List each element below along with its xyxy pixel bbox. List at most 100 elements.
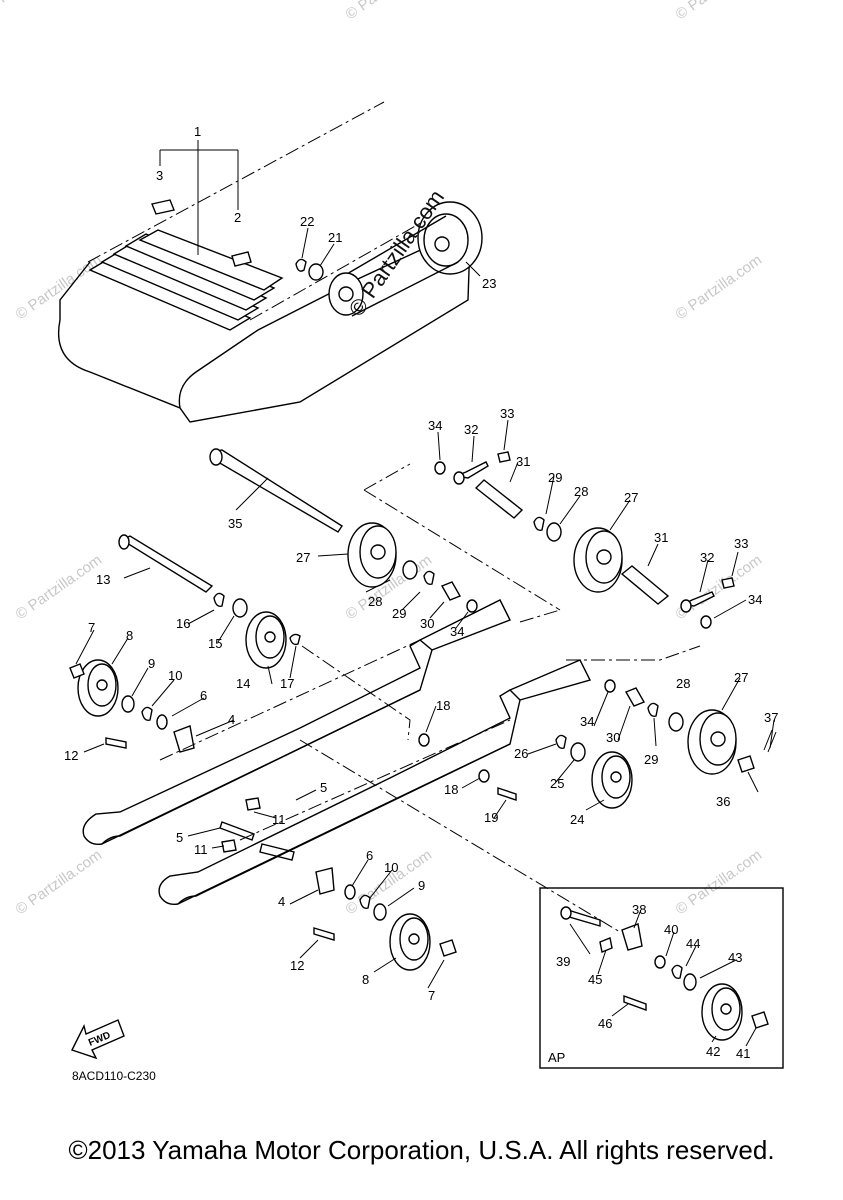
callout-number: 11: [194, 842, 208, 857]
callout-number: 15: [208, 636, 222, 651]
watermark-layer: © Partzilla.com © Partzilla.com © Partzi…: [0, 0, 765, 918]
callout-number: 4: [228, 712, 235, 727]
assembly-lines: [299, 463, 701, 933]
callout-number: 27: [296, 550, 310, 565]
shaft-35: [209, 448, 343, 533]
callout-number: 29: [548, 470, 562, 485]
callout-number: 39: [556, 954, 570, 969]
callout-number: 5: [320, 780, 327, 795]
callout-number: 1: [194, 124, 201, 139]
callout-number: 28: [574, 484, 588, 499]
callout-numbers: 1 2 3 4 4 5 5 6 6 7 7 8 8 9 9 10 10 11 1…: [64, 124, 778, 1061]
callout-number: 34: [580, 714, 594, 729]
callout-number: 9: [148, 656, 155, 671]
watermark: © Partzilla.com: [673, 251, 766, 323]
wheel-27-upper: [347, 522, 397, 588]
callout-number: 31: [654, 530, 668, 545]
callout-number: 8: [126, 628, 133, 643]
callout-number: 32: [700, 550, 714, 565]
wheel-24: [591, 751, 633, 809]
ap-label: AP: [548, 1050, 565, 1065]
callout-number: 27: [734, 670, 748, 685]
callout-number: 24: [570, 812, 584, 827]
callout-number: 18: [444, 782, 458, 797]
wheel-27-right: [573, 527, 623, 593]
callout-number: 6: [200, 688, 207, 703]
callout-number: 2: [234, 210, 241, 225]
wheel-14: [245, 611, 287, 669]
callout-number: 33: [734, 536, 748, 551]
callout-number: 16: [176, 616, 190, 631]
idler-wheel-23: [295, 201, 483, 317]
callout-number: 30: [420, 616, 434, 631]
callout-number: 12: [64, 748, 78, 763]
fwd-arrow-icon: FWD: [71, 1019, 125, 1060]
callout-number: 17: [280, 676, 294, 691]
callout-number: 28: [676, 676, 690, 691]
callout-number: 34: [450, 624, 464, 639]
callout-number: 25: [550, 776, 564, 791]
callout-number: 7: [428, 988, 435, 1003]
callout-number: 22: [300, 214, 314, 229]
callout-number: 18: [436, 698, 450, 713]
watermark: © Partzilla.com: [0, 0, 75, 15]
callout-number: 33: [500, 406, 514, 421]
callout-number: 14: [236, 676, 250, 691]
shaft-13: [118, 534, 214, 593]
callout-number: 23: [482, 276, 496, 291]
watermark: © Partzilla.com: [13, 251, 106, 323]
callout-number: 5: [176, 830, 183, 845]
callout-number: 12: [290, 958, 304, 973]
callout-number: 38: [632, 902, 646, 917]
slide-rail-frame: [82, 599, 592, 906]
callout-number: 40: [664, 922, 678, 937]
ap-variant-box: AP: [539, 887, 784, 1069]
callout-number: 42: [706, 1044, 720, 1059]
callout-number: 10: [384, 860, 398, 875]
callout-number: 28: [368, 594, 382, 609]
callout-number: 46: [598, 1016, 612, 1031]
callout-number: 4: [278, 894, 285, 909]
diagram-code: 8ACD110-C230: [72, 1069, 156, 1083]
callout-number: 41: [736, 1046, 750, 1061]
callout-number: 45: [588, 972, 602, 987]
callout-number: 36: [716, 794, 730, 809]
wheel-8-lower: [389, 913, 431, 971]
callout-number: 29: [392, 606, 406, 621]
track-lugs: [88, 229, 284, 331]
callout-number: 31: [516, 454, 530, 469]
callout-number: 10: [168, 668, 182, 683]
wheel-8-upper: [77, 659, 119, 717]
track-clip-2: [231, 251, 252, 267]
callout-number: 26: [514, 746, 528, 761]
callout-number: 6: [366, 848, 373, 863]
watermark: © Partzilla.com: [673, 846, 766, 918]
track-assembly: [58, 101, 471, 423]
wheel-27-lower: [687, 709, 737, 775]
callout-number: 7: [88, 620, 95, 635]
watermark: © Partzilla.com: [13, 551, 106, 623]
small-parts: [69, 451, 777, 957]
callout-number: 29: [644, 752, 658, 767]
callout-number: 3: [156, 168, 163, 183]
track-clip-3: [151, 199, 175, 215]
watermark: © Partzilla.com: [673, 0, 766, 23]
watermark: © Partzilla.com: [13, 846, 106, 918]
callout-number: 37: [764, 710, 778, 725]
callout-number: 34: [748, 592, 762, 607]
callout-number: 11: [272, 812, 286, 827]
callout-number: 43: [728, 950, 742, 965]
callout-number: 8: [362, 972, 369, 987]
callout-number: 34: [428, 418, 442, 433]
callout-number: 35: [228, 516, 242, 531]
callout-number: 32: [464, 422, 478, 437]
leader-lines: [75, 227, 775, 1047]
callout-number: 19: [484, 810, 498, 825]
copyright-notice: ©2013 Yamaha Motor Corporation, U.S.A. A…: [68, 1135, 775, 1165]
callout-number: 9: [418, 878, 425, 893]
callout-number: 21: [328, 230, 342, 245]
callout-number: 30: [606, 730, 620, 745]
callout-number: 44: [686, 936, 700, 951]
